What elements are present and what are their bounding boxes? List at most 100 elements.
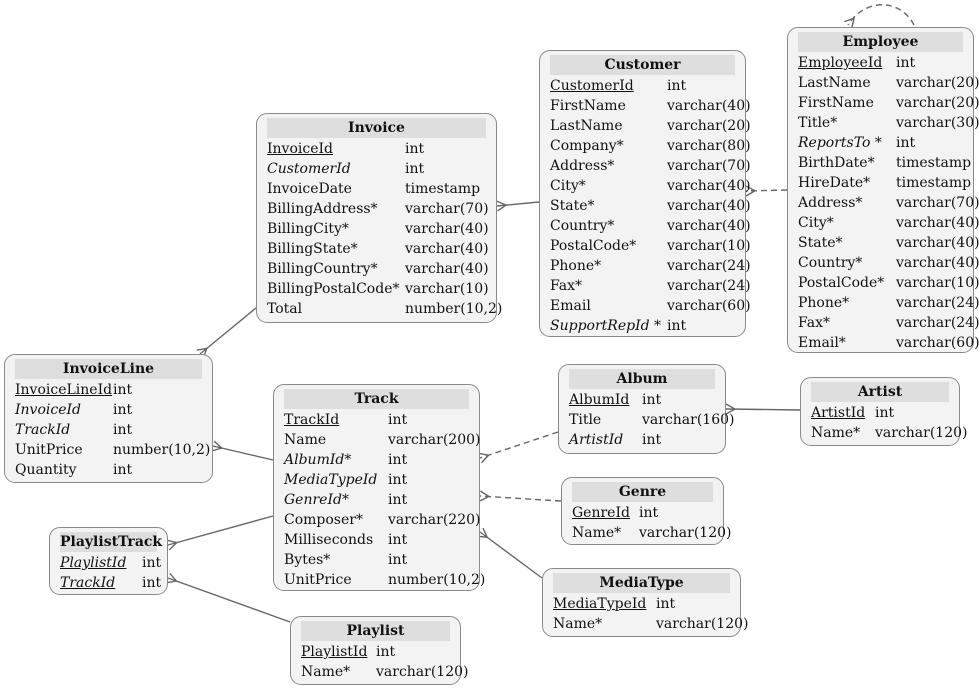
- column-name: City*: [550, 178, 586, 194]
- column-name: CustomerId: [267, 161, 351, 177]
- column-type: int: [113, 462, 133, 478]
- column-type: varchar(40): [667, 178, 751, 194]
- crows-foot-marker: [211, 440, 224, 452]
- column-row: Country*varchar(40): [796, 253, 979, 273]
- column-name: TrackId: [15, 422, 71, 438]
- column-row: Company*varchar(80): [548, 136, 751, 156]
- column-name: FirstName: [798, 95, 874, 111]
- column-row: SupportRepId *int: [548, 316, 737, 336]
- column-row: GenreId*int: [282, 490, 471, 510]
- relationship-employee-customer: [745, 189, 788, 192]
- column-name: UnitPrice: [284, 572, 352, 588]
- column-row: Phone* varchar(24): [796, 293, 979, 313]
- column-row: BillingCity*varchar(40): [265, 219, 489, 239]
- column-type: varchar(70): [667, 158, 751, 174]
- column-type: varchar(120): [875, 425, 968, 441]
- column-type: varchar(40): [667, 218, 751, 234]
- column-type: int: [388, 492, 408, 508]
- column-row: AlbumId*int: [282, 450, 471, 470]
- column-type: timestamp: [896, 155, 972, 171]
- entity-title: Genre: [572, 482, 713, 502]
- column-name: AlbumId: [569, 392, 630, 408]
- column-name: HireDate*: [798, 175, 871, 191]
- column-type: varchar(80): [667, 138, 751, 154]
- column-type: int: [113, 402, 133, 418]
- column-type: int: [667, 78, 687, 94]
- column-row: Address* varchar(70): [548, 156, 751, 176]
- column-type: varchar(60): [667, 298, 751, 314]
- column-type: varchar(40): [896, 255, 979, 271]
- column-name: BillingPostalCode*: [267, 281, 400, 297]
- column-name: State*: [550, 198, 595, 214]
- column-type: varchar(70): [405, 201, 489, 217]
- column-name: ArtistId: [811, 405, 866, 421]
- column-name: PostalCode*: [798, 275, 885, 291]
- crows-foot-marker: [479, 490, 491, 502]
- column-type: varchar(120): [656, 616, 749, 632]
- column-type: number(10,2): [405, 301, 503, 317]
- column-row: PostalCode*varchar(10): [796, 273, 979, 293]
- column-name: Title*: [798, 115, 838, 131]
- column-type: int: [388, 452, 408, 468]
- column-type: varchar(24): [667, 258, 751, 274]
- column-type: number(10,2): [113, 442, 211, 458]
- column-name: InvoiceId: [15, 402, 81, 418]
- column-type: varchar(40): [896, 235, 979, 251]
- entity-title: PlaylistTrack: [60, 532, 163, 552]
- entity-title: Artist: [811, 382, 949, 402]
- column-name: UnitPrice: [15, 442, 83, 458]
- column-name: Name*: [301, 664, 351, 680]
- column-name: InvoiceDate: [267, 181, 352, 197]
- entity-title: MediaType: [553, 573, 730, 593]
- column-name: FirstName: [550, 98, 626, 114]
- column-name: LastName: [798, 75, 871, 91]
- column-type: int: [142, 555, 162, 571]
- relationship-mediatype-track: [479, 531, 543, 579]
- column-name: State*: [798, 235, 843, 251]
- column-row: BirthDate*timestamp: [796, 153, 971, 173]
- column-name: TrackId: [284, 412, 340, 428]
- column-name: Name: [284, 432, 327, 448]
- column-row: Email*varchar(60): [796, 333, 979, 353]
- column-type: varchar(40): [667, 198, 751, 214]
- column-row: Name*varchar(120): [299, 662, 469, 682]
- entity-title: Playlist: [301, 621, 450, 641]
- relationship-customer-invoice: [496, 201, 540, 207]
- column-name: Quantity: [15, 462, 77, 478]
- column-name: Phone*: [798, 295, 850, 311]
- column-type: varchar(20): [667, 118, 751, 134]
- relationship-track-invoiceline: [212, 445, 274, 461]
- column-name: Fax*: [550, 278, 583, 294]
- column-name: Composer*: [284, 512, 363, 528]
- column-name: ReportsTo *: [798, 135, 882, 151]
- column-type: varchar(24): [667, 278, 751, 294]
- column-name: ArtistId: [569, 432, 624, 448]
- relationship-genre-track: [479, 495, 562, 502]
- column-name: Address*: [550, 158, 615, 174]
- column-type: varchar(24): [896, 295, 979, 311]
- entity-title: Album: [569, 369, 715, 389]
- column-row: Name*varchar(120): [551, 614, 749, 634]
